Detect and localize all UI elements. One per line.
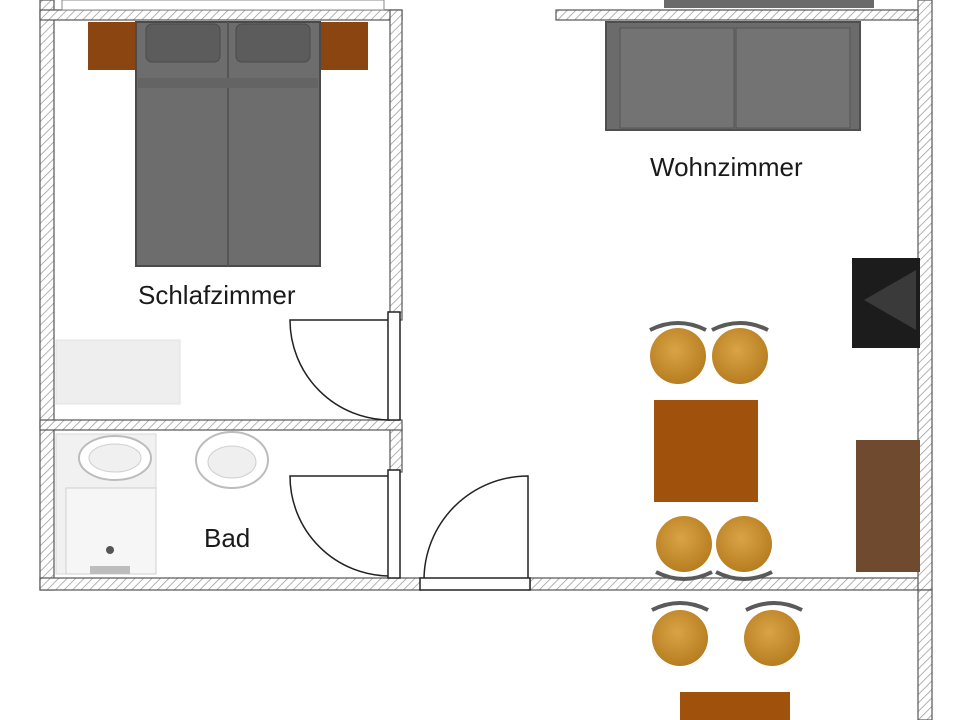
pillow-right — [235, 23, 311, 63]
dining-set-2 — [651, 601, 803, 720]
window-bedroom — [61, 0, 385, 11]
wall-bedroom-bath — [39, 419, 403, 431]
walls — [39, 0, 933, 720]
chair — [649, 321, 707, 384]
wall-bedroom-right — [389, 9, 403, 321]
shower-tap — [90, 566, 130, 574]
wall-bath-right — [389, 427, 403, 473]
door-entrance — [419, 475, 531, 591]
nightstand-left — [88, 22, 136, 70]
toilet-bowl-inner — [88, 443, 142, 473]
pillow-left — [145, 23, 221, 63]
wall-right-outer — [917, 0, 933, 591]
wall-bedroom-top — [39, 9, 403, 21]
wall-living-top — [555, 9, 919, 21]
room-label-schlafzimmer: Schlafzimmer — [138, 280, 296, 310]
shower-base — [65, 487, 157, 575]
cabinet — [856, 440, 920, 572]
room-label-bad: Bad — [204, 523, 251, 553]
room-label-wohnzimmer: Wohnzimmer — [650, 152, 803, 182]
wall-bottom-right — [529, 577, 927, 591]
bathroom-fixtures — [55, 431, 269, 575]
chair — [744, 601, 803, 666]
dining-set-1 — [649, 321, 773, 581]
chair — [655, 516, 713, 581]
wall-left-outer — [39, 0, 55, 591]
blanket-fold — [138, 78, 318, 88]
chair — [715, 516, 773, 581]
window-living — [664, 0, 874, 8]
dining-table — [680, 692, 790, 720]
nightstand-right — [320, 22, 368, 70]
tv — [852, 258, 920, 348]
shower-drain — [106, 546, 114, 554]
wall-bottom-left — [39, 577, 423, 591]
sofa — [605, 21, 861, 131]
dining-table — [654, 400, 758, 502]
door-bedroom — [289, 311, 401, 421]
dresser — [55, 339, 181, 405]
chair — [711, 321, 769, 384]
washbasin-inner — [207, 445, 257, 479]
bed-group — [88, 21, 368, 267]
door-bathroom — [289, 469, 401, 579]
chair — [651, 601, 709, 666]
wall-right-lower — [917, 589, 933, 720]
